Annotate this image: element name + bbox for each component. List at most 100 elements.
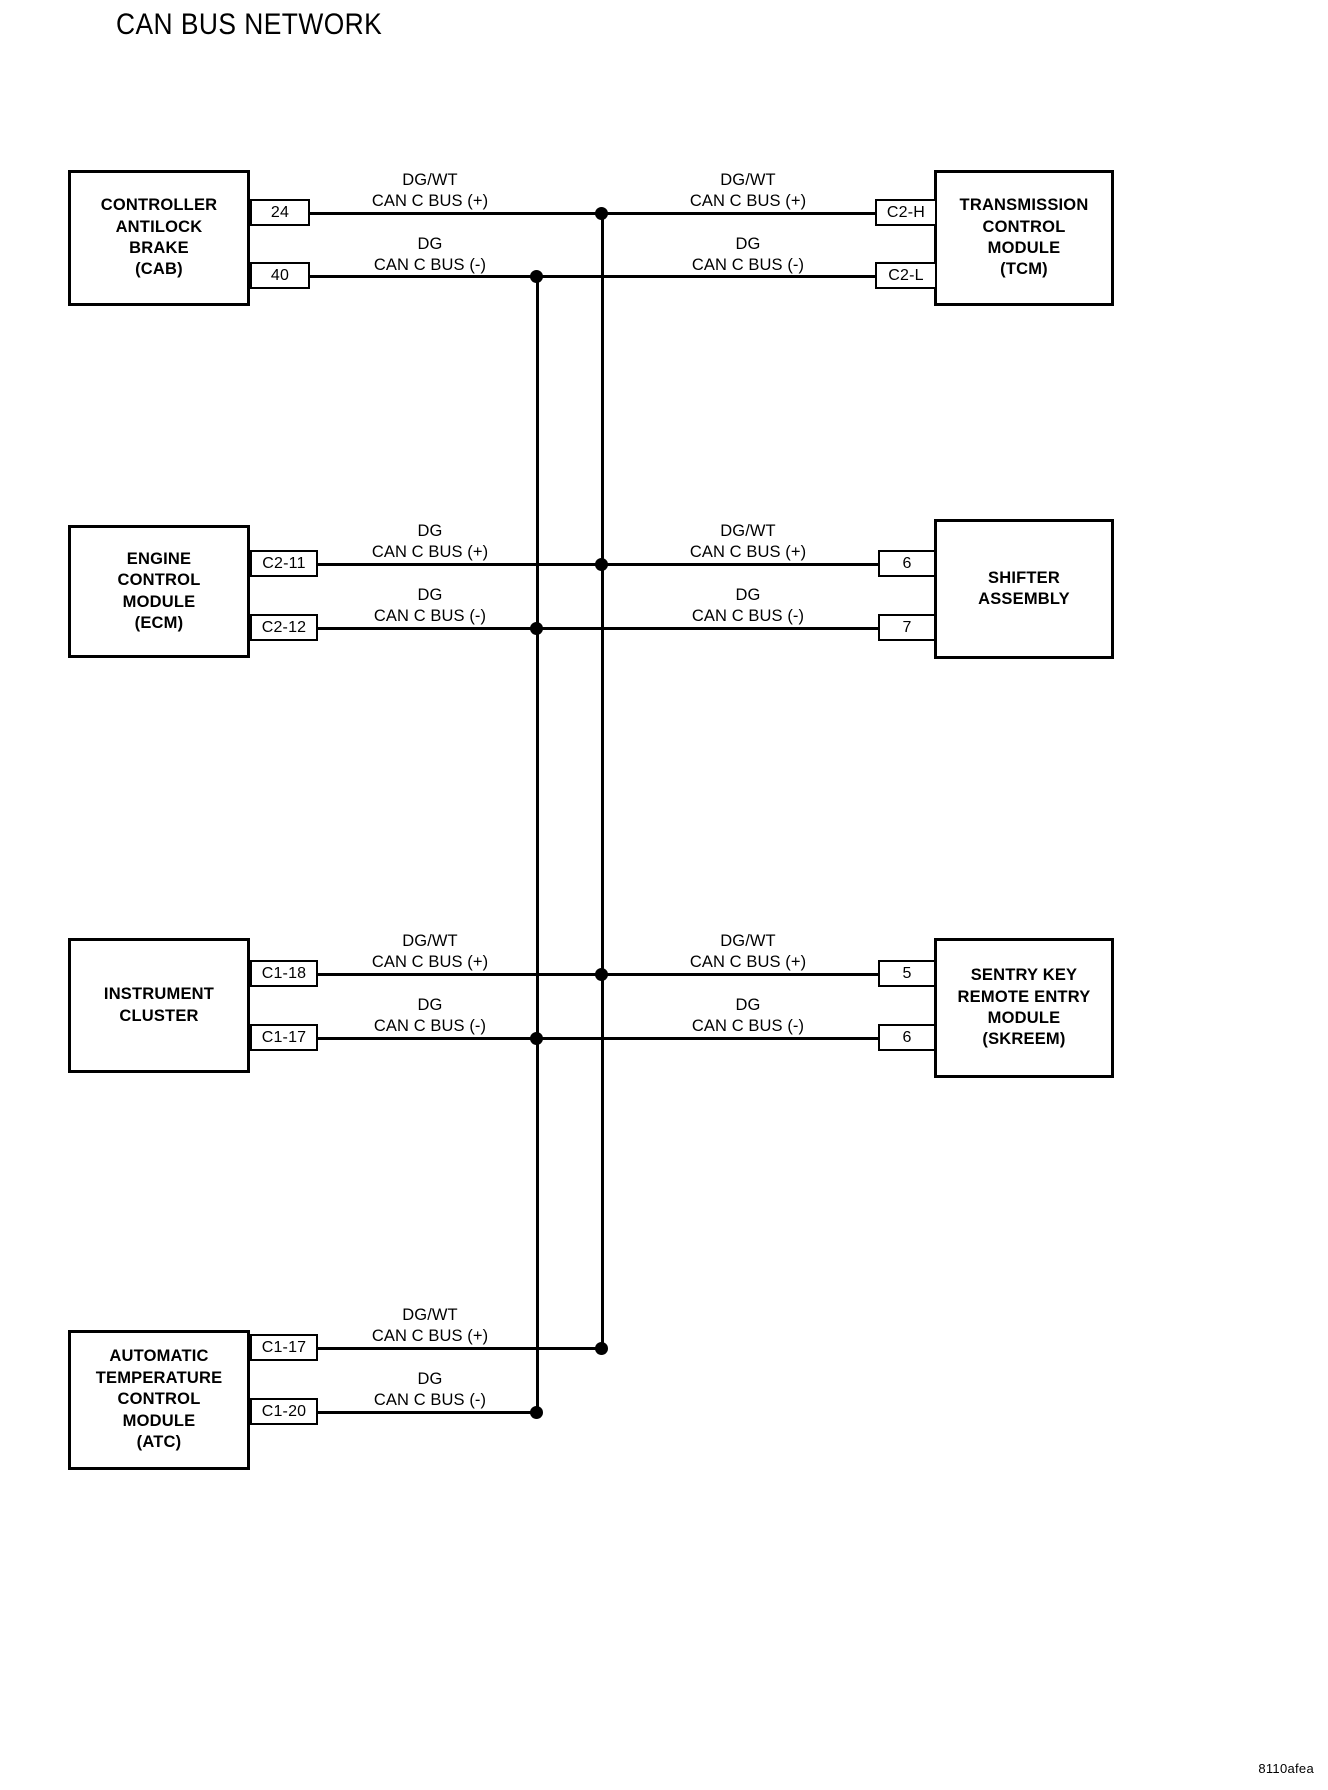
module-shifter: SHIFTER ASSEMBLY: [934, 519, 1114, 659]
pin-tcm-minus[interactable]: C2-L: [875, 262, 937, 289]
wire-row1-plus: [310, 212, 875, 215]
wire-color-code: DG/WT: [720, 171, 776, 189]
module-cab-line-3: BRAKE: [129, 239, 189, 257]
module-cluster-line-2: CLUSTER: [119, 1006, 199, 1025]
pin-cluster-minus[interactable]: C1-17: [250, 1024, 318, 1051]
pin-skreem-plus[interactable]: 5: [878, 960, 936, 987]
wire-color-code: DG/WT: [402, 932, 458, 950]
module-cab-line-4: (CAB): [135, 260, 183, 279]
wire-signal-name: CAN C BUS (-): [373, 607, 487, 626]
pin-cluster-plus[interactable]: C1-18: [250, 960, 318, 987]
pin-shifter-plus[interactable]: 6: [878, 550, 936, 577]
wire-signal-name: CAN C BUS (+): [689, 192, 807, 211]
wire-color-code: DG: [417, 996, 443, 1014]
module-skreem-line-3: MODULE: [987, 1009, 1061, 1027]
module-skreem-line-2: REMOTE ENTRY: [957, 987, 1091, 1006]
wire-label-row1-left-plus: DG/WT CAN C BUS (+): [372, 170, 488, 212]
wire-signal-name: CAN C BUS (+): [689, 953, 807, 972]
junction-dot-minus-row4: [530, 1406, 543, 1419]
wire-color-code: DG/WT: [402, 1306, 458, 1324]
watermark-id: 8110afea: [1258, 1761, 1314, 1776]
wire-signal-name: CAN C BUS (+): [689, 543, 807, 562]
wire-color-code: DG: [735, 235, 761, 253]
wire-signal-name: CAN C BUS (-): [691, 256, 805, 275]
wire-label-row2-left-minus: DG CAN C BUS (-): [374, 585, 486, 627]
wire-signal-name: CAN C BUS (-): [373, 1391, 487, 1410]
wire-label-row1-left-minus: DG CAN C BUS (-): [374, 234, 486, 276]
page-title: CAN BUS NETWORK: [116, 8, 383, 41]
module-cab-line-1: CONTROLLER: [100, 196, 218, 215]
wire-label-row4-minus: DG CAN C BUS (-): [374, 1369, 486, 1411]
wire-label-row3-right-plus: DG/WT CAN C BUS (+): [690, 931, 806, 973]
wire-color-code: DG: [735, 586, 761, 604]
module-ecm-line-2: CONTROL: [117, 571, 201, 590]
wire-row4-minus: [318, 1411, 540, 1414]
wire-label-row1-right-plus: DG/WT CAN C BUS (+): [690, 170, 806, 212]
wire-signal-name: CAN C BUS (+): [371, 1327, 489, 1346]
module-ecm-line-3: MODULE: [122, 592, 196, 611]
junction-dot-minus-row3: [530, 1032, 543, 1045]
wire-signal-name: CAN C BUS (+): [371, 543, 489, 562]
module-atc-line-1: AUTOMATIC: [109, 1347, 209, 1366]
wire-label-row2-left-plus: DG CAN C BUS (+): [372, 521, 488, 563]
wire-label-row4-plus: DG/WT CAN C BUS (+): [372, 1305, 488, 1347]
wire-label-row2-right-minus: DG CAN C BUS (-): [692, 585, 804, 627]
wire-color-code: DG: [417, 235, 443, 253]
pin-tcm-plus[interactable]: C2-H: [875, 199, 937, 226]
wire-color-code: DG: [417, 522, 443, 540]
wire-color-code: DG: [735, 996, 761, 1014]
bus-trunk-plus: [601, 212, 604, 1349]
junction-dot-plus-row1: [595, 207, 608, 220]
junction-dot-plus-row3: [595, 968, 608, 981]
module-ecm-line-1: ENGINE: [126, 549, 192, 568]
pin-atc-minus[interactable]: C1-20: [250, 1398, 318, 1425]
wire-label-row3-left-plus: DG/WT CAN C BUS (+): [372, 931, 488, 973]
wire-color-code: DG/WT: [720, 932, 776, 950]
module-tcm: TRANSMISSION CONTROL MODULE (TCM): [934, 170, 1114, 306]
wire-label-row3-left-minus: DG CAN C BUS (-): [374, 995, 486, 1037]
module-atc-line-4: MODULE: [122, 1411, 196, 1430]
pin-skreem-minus[interactable]: 6: [878, 1024, 936, 1051]
wire-signal-name: CAN C BUS (-): [373, 1017, 487, 1036]
module-atc-line-5: (ATC): [136, 1433, 182, 1452]
module-ecm-line-4: (ECM): [134, 613, 184, 632]
wire-color-code: DG: [417, 1370, 443, 1388]
module-instrument-cluster: INSTRUMENT CLUSTER: [68, 938, 250, 1073]
module-skreem-line-1: SENTRY KEY: [970, 966, 1078, 985]
junction-dot-minus-row1: [530, 270, 543, 283]
module-tcm-line-4: (TCM): [1000, 260, 1048, 279]
module-tcm-line-2: CONTROL: [982, 217, 1066, 236]
module-cab-line-2: ANTILOCK: [115, 217, 203, 236]
wire-label-row1-right-minus: DG CAN C BUS (-): [692, 234, 804, 276]
module-skreem: SENTRY KEY REMOTE ENTRY MODULE (SKREEM): [934, 938, 1114, 1078]
wire-color-code: DG: [417, 586, 443, 604]
junction-dot-plus-row4: [595, 1342, 608, 1355]
module-tcm-line-1: TRANSMISSION: [959, 196, 1089, 215]
junction-dot-minus-row2: [530, 622, 543, 635]
wire-row2-minus: [318, 627, 878, 630]
wire-signal-name: CAN C BUS (-): [373, 256, 487, 275]
module-cluster-line-1: INSTRUMENT: [103, 985, 215, 1004]
pin-cab-plus[interactable]: 24: [250, 199, 310, 226]
wire-row3-minus: [318, 1037, 878, 1040]
wire-signal-name: CAN C BUS (-): [691, 607, 805, 626]
wire-row1-minus: [310, 275, 875, 278]
module-shifter-line-2: ASSEMBLY: [978, 590, 1070, 608]
module-atc-line-2: TEMPERATURE: [95, 1368, 223, 1387]
wire-label-row3-right-minus: DG CAN C BUS (-): [692, 995, 804, 1037]
wire-label-row2-right-plus: DG/WT CAN C BUS (+): [690, 521, 806, 563]
pin-cab-minus[interactable]: 40: [250, 262, 310, 289]
wire-color-code: DG/WT: [402, 171, 458, 189]
wire-signal-name: CAN C BUS (+): [371, 953, 489, 972]
wire-signal-name: CAN C BUS (+): [371, 192, 489, 211]
module-tcm-line-3: MODULE: [987, 239, 1061, 257]
junction-dot-plus-row2: [595, 558, 608, 571]
module-atc-line-3: CONTROL: [117, 1390, 201, 1409]
module-ecm: ENGINE CONTROL MODULE (ECM): [68, 525, 250, 658]
wire-signal-name: CAN C BUS (-): [691, 1017, 805, 1036]
pin-ecm-minus[interactable]: C2-12: [250, 614, 318, 641]
pin-shifter-minus[interactable]: 7: [878, 614, 936, 641]
pin-ecm-plus[interactable]: C2-11: [250, 550, 318, 577]
pin-atc-plus[interactable]: C1-17: [250, 1334, 318, 1361]
